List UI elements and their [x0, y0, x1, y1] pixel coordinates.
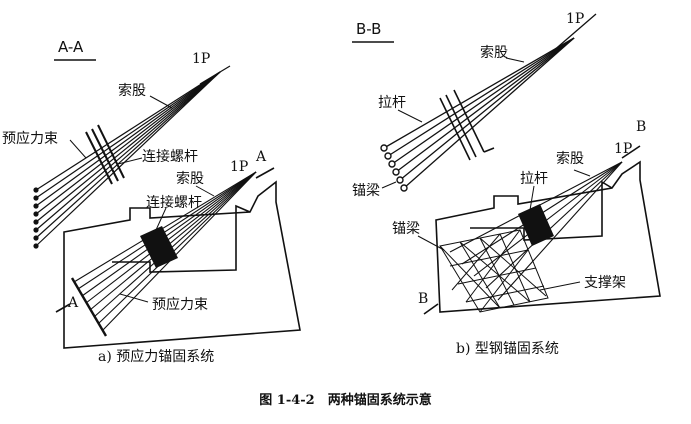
aa-lower-fan — [73, 171, 257, 332]
aa-upper-cable-label: 索股 — [118, 83, 146, 99]
bb-section-mark-bottom: B — [418, 291, 429, 307]
bb-lower-frame-grid — [439, 229, 549, 313]
aa-lower-anchor-plate — [70, 277, 108, 337]
bb-upper-rod-label: 拉杆 — [378, 95, 406, 111]
bb-section-mark-top: B — [636, 119, 647, 135]
aa-lower-bolt-block — [140, 226, 178, 268]
bb-upper-point-label: 1P — [566, 11, 585, 27]
aa-upper-tendon-label: 预应力束 — [2, 131, 58, 147]
bb-lower-cable-label: 索股 — [556, 151, 584, 167]
section-label-bb-underline — [352, 41, 394, 43]
aa-upper-point-label: 1P — [192, 51, 211, 67]
bb-upper-beam-label: 锚梁 — [352, 183, 380, 199]
bb-lower-frame-label: 支撑架 — [584, 275, 626, 291]
section-label-bb: B-B — [356, 20, 382, 38]
bb-upper-leaders — [381, 57, 525, 189]
section-label-aa-underline — [54, 59, 96, 61]
aa-lower-outline — [55, 167, 301, 349]
bb-lower-leaders — [417, 169, 591, 291]
subcaption-b: b) 型钢锚固系统 — [456, 341, 559, 357]
bb-lower-point-label: 1P — [614, 141, 633, 157]
aa-upper-anchor-dots — [33, 187, 39, 249]
aa-section-mark-bottom: A — [68, 295, 79, 311]
aa-lower-cable-label: 索股 — [176, 171, 204, 187]
aa-upper-leaders — [69, 95, 173, 165]
aa-lower-point-label: 1P — [230, 159, 249, 175]
aa-upper-bolt-label: 连接螺杆 — [142, 149, 198, 165]
aa-upper-bolt-block — [85, 124, 125, 185]
bb-upper-cable-label: 索股 — [480, 45, 508, 61]
section-label-aa: A-A — [58, 38, 84, 56]
aa-lower-leaders — [119, 185, 215, 303]
bb-upper-rod-ends — [380, 144, 408, 192]
bb-lower-rod-block — [518, 204, 554, 246]
bb-lower-beam-label: 锚梁 — [392, 221, 420, 237]
bb-upper-fan — [383, 13, 597, 189]
figure-caption: 图 1-4-2 两种锚固系统示意 — [259, 393, 432, 408]
aa-lower-tendon-label: 预应力束 — [152, 297, 208, 313]
subcaption-a: a) 预应力锚固系统 — [98, 349, 215, 365]
aa-upper-fan — [35, 65, 231, 247]
aa-lower-bolt-label: 连接螺杆 — [146, 195, 202, 211]
aa-section-mark-top: A — [256, 149, 267, 165]
bb-lower-rod-label: 拉杆 — [520, 171, 548, 187]
bb-upper-beam — [439, 89, 495, 161]
